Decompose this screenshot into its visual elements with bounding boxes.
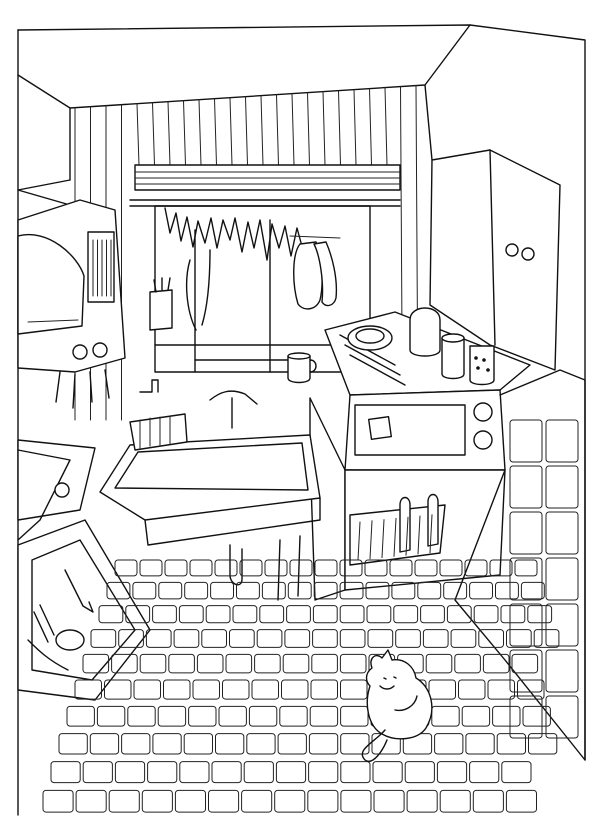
window bbox=[130, 165, 400, 383]
cat bbox=[362, 650, 432, 761]
upper-cabinet bbox=[430, 150, 560, 370]
floor-tiles bbox=[43, 560, 559, 812]
right-wall-tiles bbox=[455, 370, 585, 760]
oven-door-rack bbox=[350, 495, 445, 566]
sink bbox=[100, 278, 320, 600]
left-counter bbox=[18, 440, 150, 700]
water-heater bbox=[18, 200, 125, 408]
